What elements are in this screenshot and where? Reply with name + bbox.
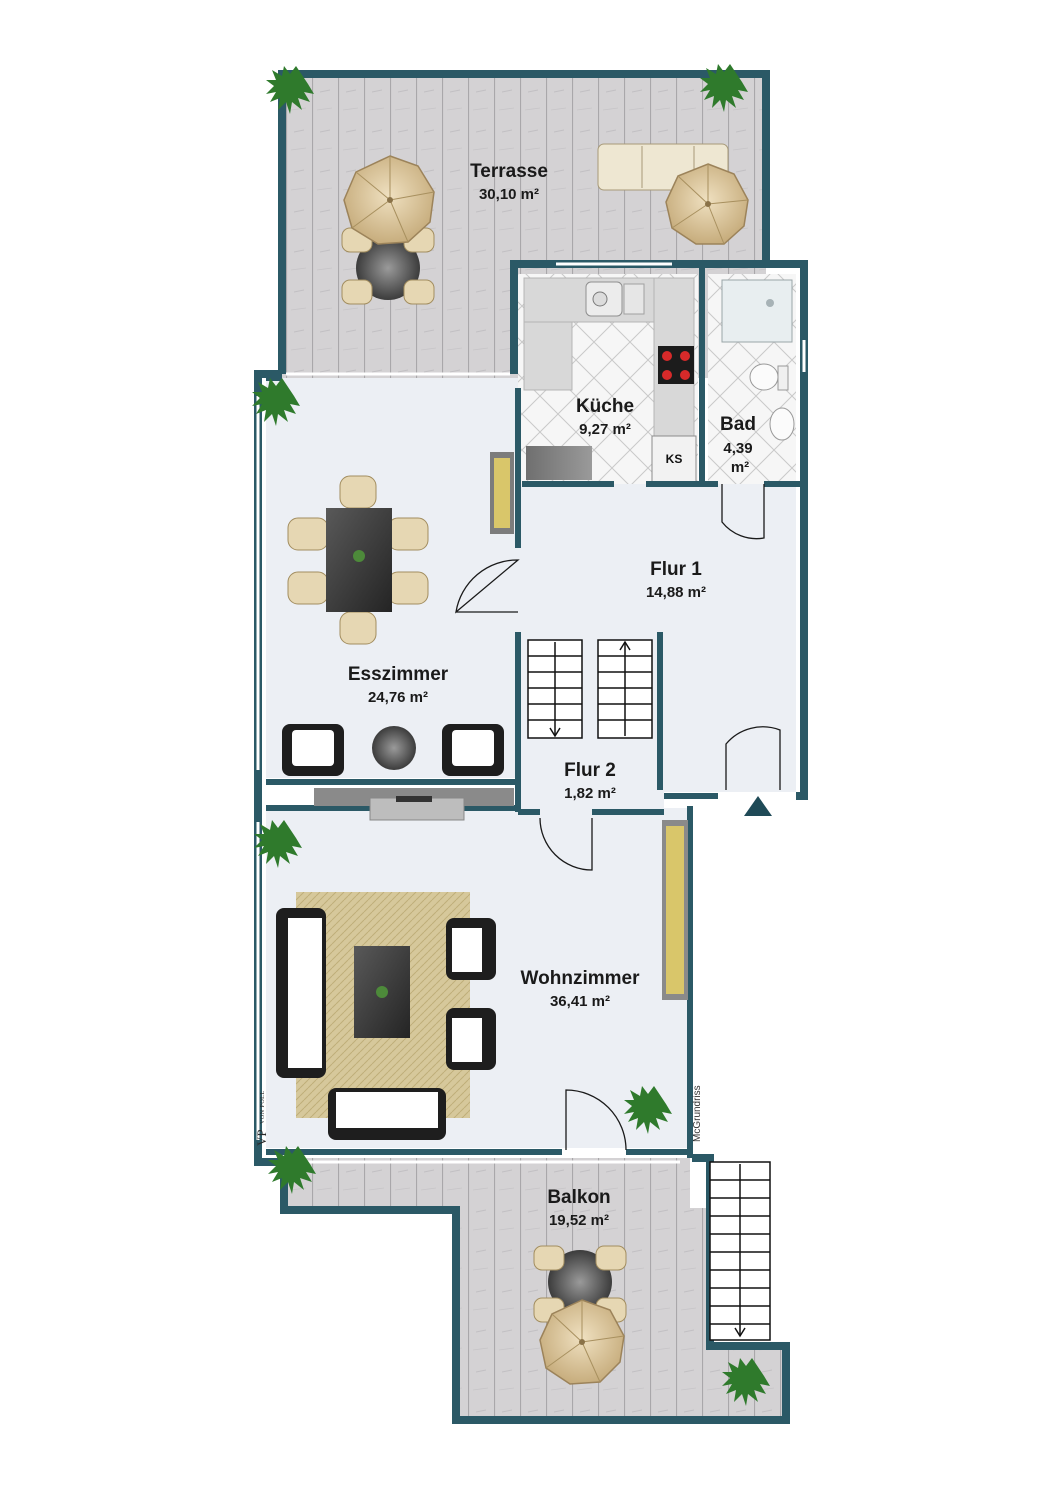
room-area-kueche: 9,27 m² bbox=[579, 421, 631, 438]
room-area-balkon: 19,52 m² bbox=[549, 1212, 609, 1229]
living-room-set bbox=[276, 892, 496, 1140]
fridge-label: KS bbox=[666, 452, 683, 466]
windows bbox=[256, 262, 806, 1164]
room-name-terrasse: Terrasse bbox=[470, 161, 548, 182]
balkon-floor bbox=[284, 1158, 786, 1418]
room-area-terrasse: 30,10 m² bbox=[479, 186, 539, 203]
parasol-icon bbox=[539, 1299, 625, 1385]
doors bbox=[455, 484, 781, 1151]
entrance-arrow-icon bbox=[744, 796, 772, 816]
potted-plant-icon bbox=[624, 1086, 672, 1134]
lounge-chairs bbox=[282, 724, 504, 776]
interior-walls bbox=[266, 268, 800, 1158]
bathroom-fixtures bbox=[721, 279, 795, 441]
stairs-inner bbox=[527, 639, 653, 739]
potted-plant-icon bbox=[266, 66, 314, 114]
shelf-esszimmer bbox=[490, 452, 514, 534]
room-area-wohnzimmer: 36,41 m² bbox=[550, 993, 610, 1010]
room-name-esszimmer: Esszimmer bbox=[348, 664, 449, 685]
potted-plant-icon bbox=[722, 1358, 770, 1406]
room-name-flur1: Flur 1 bbox=[650, 559, 702, 580]
room-name-wohnzimmer: Wohnzimmer bbox=[521, 968, 641, 989]
room-name-balkon: Balkon bbox=[547, 1187, 610, 1208]
room-area-esszimmer: 24,76 m² bbox=[368, 689, 428, 706]
kitchen-counter bbox=[523, 277, 697, 485]
credit-label: McGrundriss bbox=[692, 1085, 703, 1142]
staircase-icon bbox=[709, 1161, 771, 1341]
logo: VP VON POLL bbox=[254, 1091, 269, 1147]
potted-plant-icon bbox=[254, 820, 302, 868]
room-area-flur2: 1,82 m² bbox=[564, 785, 616, 802]
room-area-bad-value: 4,39 bbox=[723, 440, 752, 457]
room-name-kueche: Küche bbox=[576, 396, 634, 417]
parasol-icon bbox=[343, 155, 435, 245]
potted-plant-icon bbox=[268, 1146, 316, 1194]
flur1-floor bbox=[518, 484, 796, 792]
room-area-flur1: 14,88 m² bbox=[646, 584, 706, 601]
room-name-flur2: Flur 2 bbox=[564, 760, 616, 781]
bookshelf-wohnzimmer bbox=[662, 820, 688, 1000]
potted-plant-icon bbox=[700, 64, 748, 112]
potted-plant-icon bbox=[252, 378, 300, 426]
tv-sideboard bbox=[314, 788, 514, 821]
logo-sub: VON POLL bbox=[260, 1091, 266, 1125]
room-area-bad-unit: m² bbox=[731, 459, 749, 476]
room-name-bad: Bad bbox=[720, 414, 756, 435]
parasol-icon bbox=[665, 163, 749, 245]
dining-table bbox=[287, 475, 429, 645]
logo-main: VP bbox=[254, 1129, 269, 1146]
